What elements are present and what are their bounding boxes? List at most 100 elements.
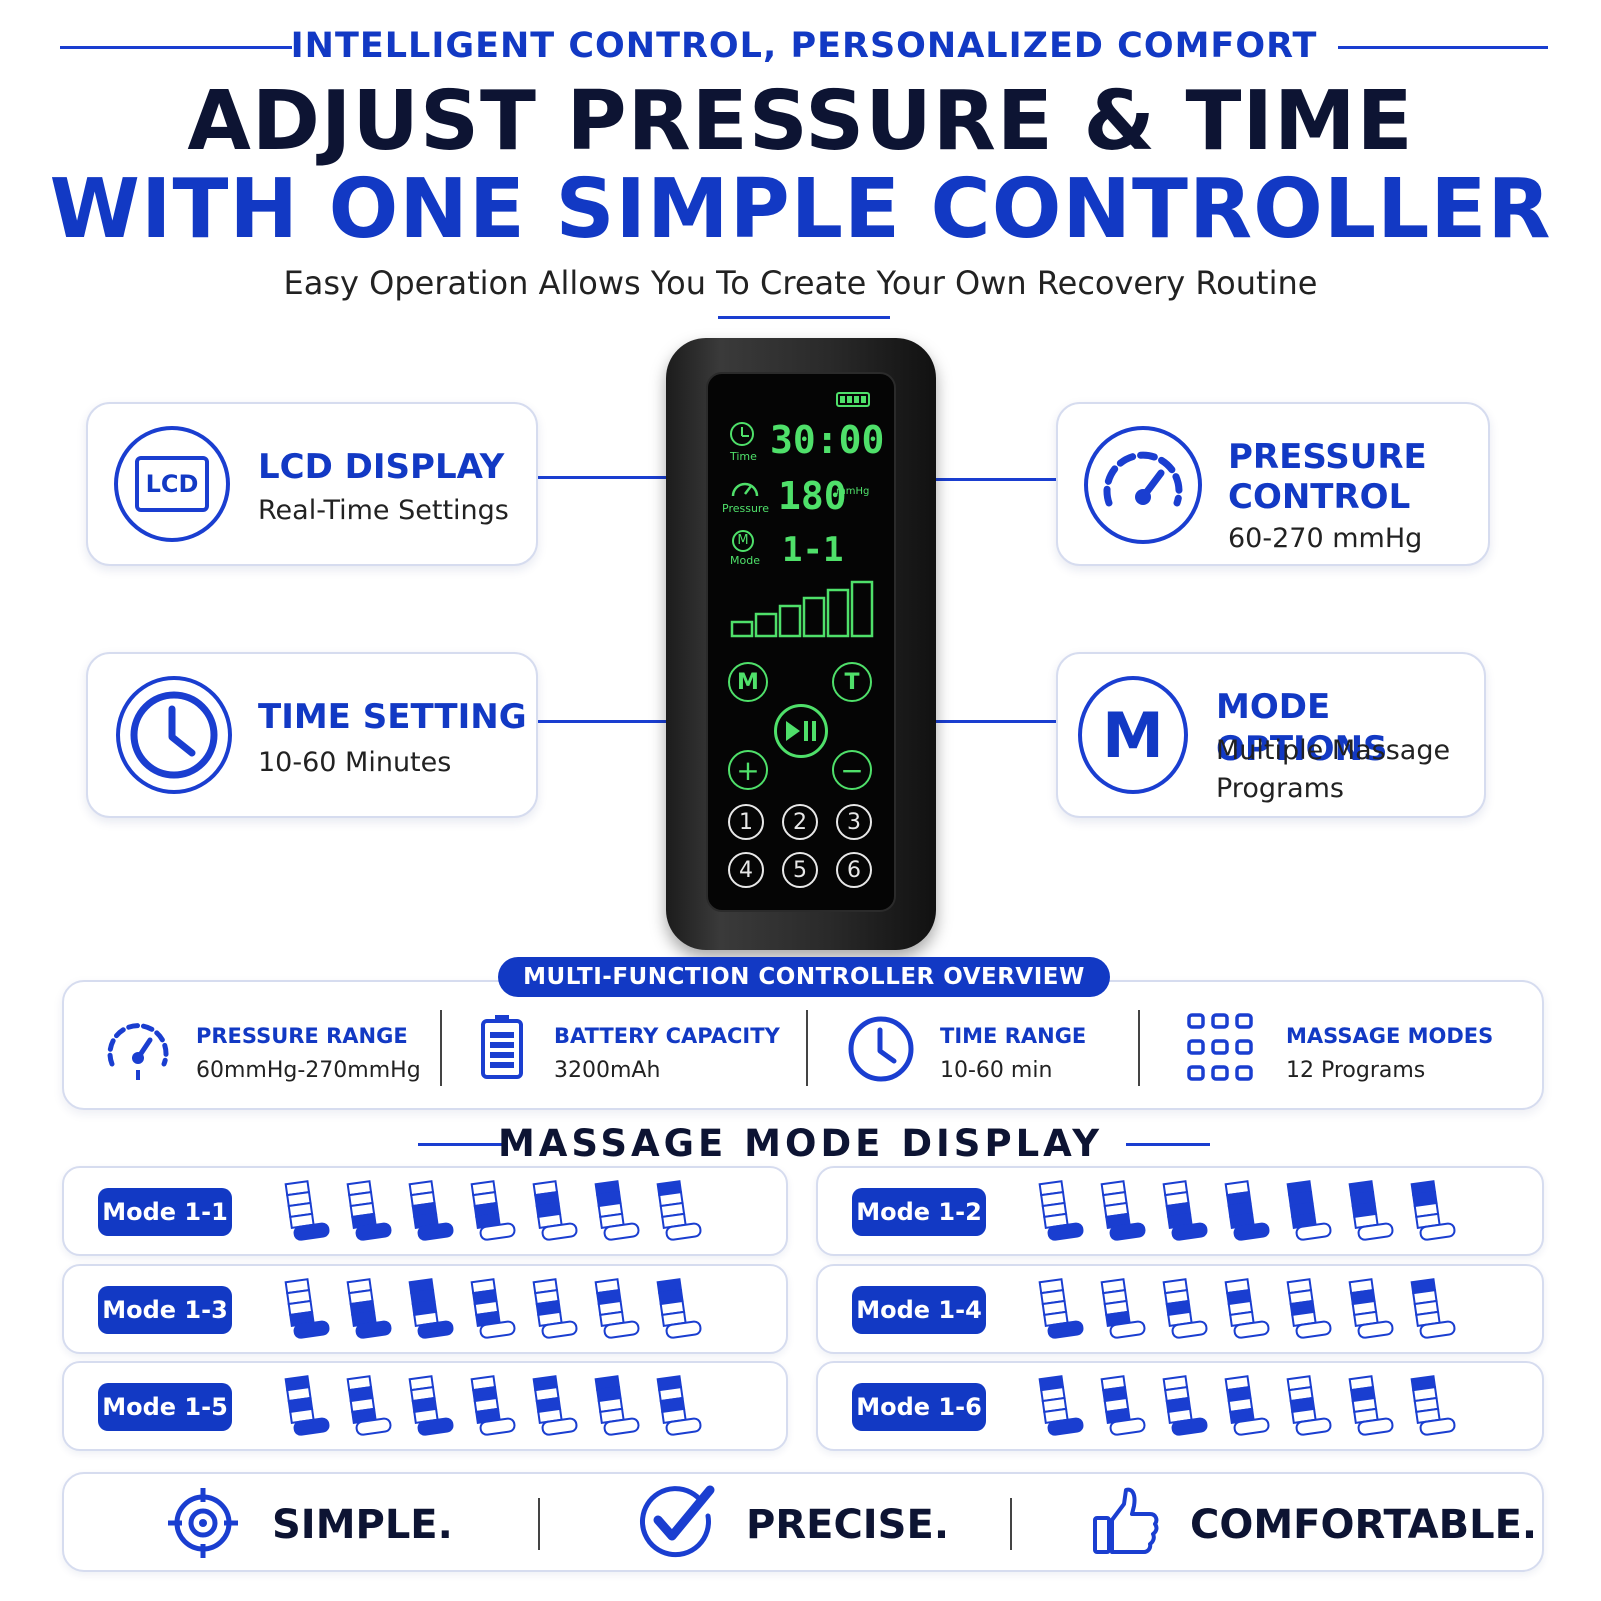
leg-sleeve-icon: [284, 1278, 330, 1339]
overview-modes-title: MASSAGE MODES: [1286, 1024, 1494, 1048]
headline-line-2: WITH ONE SIMPLE CONTROLLER: [49, 162, 1552, 257]
mode-title-line-right: [1126, 1143, 1210, 1146]
mode-row-1-1: Mode 1-1: [62, 1166, 788, 1256]
leg-sleeve-icon: [1162, 1278, 1208, 1339]
gauge-icon: [102, 1012, 174, 1088]
leg-sleeve-icon: [1162, 1180, 1208, 1241]
mode-row-1-4: Mode 1-4: [816, 1264, 1544, 1354]
program-button-5[interactable]: 5: [782, 852, 818, 888]
timer-button[interactable]: T: [832, 662, 872, 702]
overview-pressure-value: 60mmHg-270mmHg: [196, 1058, 421, 1083]
program-button-6[interactable]: 6: [836, 852, 872, 888]
mode-display-title: MASSAGE MODE DISPLAY: [497, 1122, 1104, 1165]
leg-sleeve-icon: [594, 1180, 640, 1241]
leg-sleeve-icon: [1100, 1180, 1146, 1241]
overview-separator: [1138, 1010, 1140, 1086]
footer-comfortable: COMFORTABLE.: [1190, 1502, 1538, 1548]
leg-sleeve-icon: [1286, 1180, 1332, 1241]
program-button-4[interactable]: 4: [728, 852, 764, 888]
program-button-1[interactable]: 1: [728, 804, 764, 840]
footer-separator: [538, 1498, 540, 1550]
overview-separator: [440, 1010, 442, 1086]
mode-leg-sequence: [1038, 1375, 1456, 1436]
target-icon: [166, 1486, 240, 1564]
lcd-pressure-value: 180: [778, 474, 847, 518]
leg-sleeve-icon: [408, 1180, 454, 1241]
leg-sleeve-icon: [656, 1375, 702, 1436]
mode-leg-sequence: [284, 1278, 702, 1339]
eyebrow-line-right: [1338, 46, 1548, 49]
leg-sleeve-icon: [346, 1180, 392, 1241]
overview-battery-title: BATTERY CAPACITY: [554, 1024, 780, 1048]
controller-screen: Time 30:00 Pressure 180 mmHg M Mode 1-1 …: [706, 372, 896, 912]
play-pause-button[interactable]: [774, 704, 828, 758]
leg-sleeve-icon: [1224, 1180, 1270, 1241]
leg-sleeve-icon: [1286, 1375, 1332, 1436]
overview-battery-value: 3200mAh: [554, 1058, 661, 1083]
lcd-card-title: LCD DISPLAY: [258, 447, 505, 487]
leg-sleeve-icon: [1224, 1375, 1270, 1436]
connector-mode: [912, 720, 1056, 723]
leg-sleeve-icon: [284, 1375, 330, 1436]
leg-sleeve-icon: [1038, 1180, 1084, 1241]
mode-row-1-5: Mode 1-5: [62, 1361, 788, 1451]
thumbs-up-icon: [1092, 1484, 1160, 1560]
program-button-2[interactable]: 2: [782, 804, 818, 840]
leg-sleeve-icon: [1410, 1180, 1456, 1241]
lcd-mode-icon: M: [732, 530, 754, 552]
mode-leg-sequence: [1038, 1278, 1456, 1339]
program-button-3[interactable]: 3: [836, 804, 872, 840]
mode-leg-sequence: [284, 1375, 702, 1436]
leg-sleeve-icon: [1224, 1278, 1270, 1339]
footer-separator: [1010, 1498, 1012, 1550]
battery-icon: [480, 1014, 524, 1084]
time-card-subtitle: 10-60 Minutes: [258, 747, 452, 778]
eyebrow-line-left: [60, 46, 292, 49]
leg-sleeve-icon: [1410, 1278, 1456, 1339]
leg-sleeve-icon: [284, 1180, 330, 1241]
clock-icon: [846, 1014, 916, 1088]
eyebrow-text: INTELLIGENT CONTROL, PERSONALIZED COMFOR…: [290, 26, 1318, 66]
connector-lcd: [538, 476, 690, 479]
mode-row-1-6: Mode 1-6: [816, 1361, 1544, 1451]
leg-sleeve-icon: [1286, 1278, 1332, 1339]
leg-sleeve-icon: [594, 1278, 640, 1339]
overview-separator: [806, 1010, 808, 1086]
plus-button[interactable]: +: [728, 750, 768, 790]
intensity-bar: [778, 604, 802, 638]
mode-row-1-3: Mode 1-3: [62, 1264, 788, 1354]
pressure-card-title-2: CONTROL: [1228, 477, 1411, 517]
leg-sleeve-icon: [408, 1278, 454, 1339]
intensity-bar: [802, 596, 826, 638]
mode-leg-sequence: [284, 1180, 702, 1241]
mode-label: Mode 1-4: [852, 1286, 986, 1334]
lcd-mode-label: Mode: [730, 554, 760, 567]
footer-precise: PRECISE.: [746, 1502, 950, 1548]
feature-card-lcd: LCD LCD DISPLAY Real-Time Settings: [86, 402, 538, 566]
footer-simple: SIMPLE.: [272, 1502, 453, 1548]
leg-sleeve-icon: [1100, 1375, 1146, 1436]
feature-card-pressure: PRESSURE CONTROL 60-270 mmHg: [1056, 402, 1490, 566]
leg-sleeve-icon: [594, 1375, 640, 1436]
play-pause-icon: [786, 721, 816, 741]
mode-button[interactable]: M: [728, 662, 768, 702]
lcd-gauge-icon: [730, 478, 760, 502]
headline-line-1: ADJUST PRESSURE & TIME: [187, 74, 1414, 169]
leg-sleeve-icon: [656, 1180, 702, 1241]
leg-sleeve-icon: [470, 1180, 516, 1241]
leg-sleeve-icon: [1162, 1375, 1208, 1436]
subheadline: Easy Operation Allows You To Create Your…: [283, 264, 1318, 302]
minus-button[interactable]: −: [832, 750, 872, 790]
intensity-bar: [730, 620, 754, 638]
pressure-card-subtitle: 60-270 mmHg: [1228, 523, 1423, 554]
controller-overview-panel: [62, 980, 1544, 1110]
intensity-bar: [754, 612, 778, 638]
intensity-bar: [850, 580, 874, 638]
leg-sleeve-icon: [408, 1375, 454, 1436]
lcd-time-value: 30:00: [770, 418, 885, 462]
leg-sleeve-icon: [532, 1375, 578, 1436]
lcd-pressure-label: Pressure: [722, 502, 769, 515]
feature-card-mode: M MODE OPTIONS Multiple Massage Programs: [1056, 652, 1486, 818]
leg-sleeve-icon: [1348, 1278, 1394, 1339]
mode-label: Mode 1-6: [852, 1383, 986, 1431]
